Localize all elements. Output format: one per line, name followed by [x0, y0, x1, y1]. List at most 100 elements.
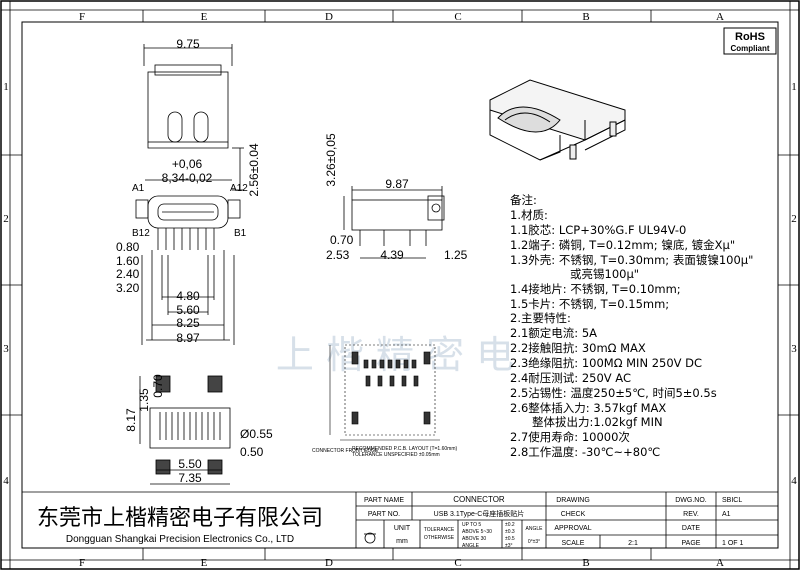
date-label: DATE — [682, 525, 700, 532]
row-label-left: 1 — [3, 81, 9, 93]
company-name-cn: 东莞市上楷精密电子有限公司 — [37, 505, 323, 530]
notes-line: 1.2端子: 磷铜, T=0.12mm; 镍底, 镀金Xμ" — [510, 238, 735, 252]
notes-line: 2.3绝缘阻抗: 100MΩ MIN 250V DC — [510, 356, 702, 370]
scale-label: SCALE — [562, 540, 585, 547]
side-view — [343, 186, 445, 259]
tol-above30-val: ±0.5 — [505, 536, 515, 542]
zone-label-bottom: B — [582, 557, 589, 569]
front-view — [135, 179, 241, 345]
dim-326: 3.26±0,05 — [324, 133, 338, 187]
tolerance-label: TOLERANCE — [424, 527, 455, 533]
scale-value: 2:1 — [628, 540, 638, 547]
notes-line: 2.6整体插入力: 3.57kgf MAX — [510, 401, 666, 415]
notes-title: 备注: — [510, 193, 537, 207]
row-label-right: 1 — [791, 81, 797, 93]
zone-label-bottom: C — [454, 557, 461, 569]
part-name-value: CONNECTOR — [453, 495, 505, 504]
connector-edge-label: CONNECTOR FRONT EDGE — [312, 448, 379, 454]
notes-line: 2.2接触阻抗: 30mΩ MAX — [510, 341, 646, 355]
otherwise-label: OTHERWISE — [424, 535, 455, 541]
isometric-view — [489, 79, 626, 161]
tol-angle-val: ±3° — [505, 543, 513, 549]
rohs-badge — [723, 27, 777, 55]
title-block — [22, 491, 778, 548]
pin-label-a12: A12 — [230, 183, 248, 194]
dwg-no-value: SBICL — [722, 497, 742, 504]
dim-top-width: 9.75 — [176, 37, 200, 51]
check-label: CHECK — [561, 511, 586, 518]
rohs-compliant-text: Compliant — [730, 44, 769, 53]
notes-line: 1.3外壳: 不锈钢, T=0.30mm; 表面镀镍100μ" — [510, 253, 753, 267]
notes-line: 2.1额定电流: 5A — [510, 326, 597, 340]
pin-label-b1: B1 — [234, 228, 247, 239]
zone-label-bottom: F — [79, 557, 85, 569]
dim-439: 4.39 — [380, 248, 404, 262]
dim-height-side: 2.56±0.04 — [247, 143, 261, 197]
row-label-right: 4 — [791, 475, 797, 487]
pin-label-b12: B12 — [132, 228, 150, 239]
dim-tolerance-plus: +0,06 — [172, 157, 203, 171]
page-label: PAGE — [682, 540, 701, 547]
angle-label: ANGLE — [526, 526, 544, 532]
dim-070-bottom: 0.70 — [151, 374, 165, 398]
rev-label: REV. — [683, 511, 699, 518]
dim-320: 3.20 — [116, 281, 140, 295]
pcb-footprint — [329, 344, 440, 441]
zone-label-top: D — [325, 11, 333, 23]
dim-160: 1.60 — [116, 254, 140, 268]
dim-735: 7.35 — [178, 471, 202, 485]
dim-080: 0.80 — [116, 240, 140, 254]
notes-line: 2.8工作温度: -30℃~+80℃ — [510, 445, 660, 459]
tol-up5-val: ±0.2 — [505, 522, 515, 528]
notes-line: 2.7使用寿命: 10000次 — [510, 430, 630, 444]
rohs-text: RoHS — [735, 31, 765, 43]
zone-label-bottom: E — [201, 557, 208, 569]
pcb-layout-label: RECOMMENDED P.C.B. LAYOUT (T=1.60mm) — [352, 446, 457, 452]
dim-253: 2.53 — [326, 248, 350, 262]
company-name-en: Dongguan Shangkai Precision Electronics … — [66, 534, 294, 545]
zone-label-top: A — [716, 11, 724, 23]
notes-line: 或亮锡100μ" — [570, 267, 639, 281]
rev-value: A1 — [722, 511, 731, 518]
dim-070-side: 0.70 — [330, 233, 354, 247]
dim-240: 2.40 — [116, 267, 140, 281]
pin-label-a1: A1 — [132, 183, 145, 194]
page-value: 1 OF 1 — [722, 540, 744, 547]
pcb-tolerance-label: TOLERANCE UNSPECIFIED ±0.05mm — [352, 452, 440, 458]
dim-987: 9.87 — [385, 177, 409, 191]
zone-label-bottom: D — [325, 557, 333, 569]
row-label-left: 3 — [3, 343, 9, 355]
dim-560: 5.60 — [176, 303, 200, 317]
unit-value: mm — [396, 538, 408, 545]
dim-897: 8.97 — [176, 331, 200, 345]
dim-width-834: 8,34-0,02 — [162, 171, 213, 185]
dim-diameter-055: Ø0.55 — [240, 427, 273, 441]
zone-label-top: F — [79, 11, 85, 23]
notes-line: 整体拔出力:1.02kgf MIN — [532, 415, 663, 429]
bottom-view — [139, 375, 231, 485]
part-no-label: PART NO. — [368, 511, 400, 518]
watermark: 上 楷 精 密 电 — [276, 333, 514, 377]
dim-135: 1.35 — [137, 388, 151, 412]
dim-050: 0.50 — [240, 445, 264, 459]
zone-label-top: E — [201, 11, 208, 23]
part-no-value: USB 3.1Type-C母座插板贴片 — [434, 509, 525, 518]
dim-817: 8.17 — [124, 408, 138, 432]
dim-480: 4.80 — [176, 289, 200, 303]
dwg-no-label: DWG.NO. — [675, 497, 707, 504]
tol-above5: ABOVE 5~30 — [462, 529, 492, 535]
tol-angle: ANGLE — [462, 543, 480, 549]
notes-line: 1.材质: — [510, 208, 548, 222]
unit-label: UNIT — [394, 525, 411, 532]
notes-line: 1.4接地片: 不锈钢, T=0.10mm; — [510, 282, 681, 296]
zone-label-top: C — [454, 11, 461, 23]
drawing-label: DRAWING — [556, 497, 590, 504]
notes-line: 2.5沾锡性: 温度250±5℃, 时间5±0.5s — [510, 386, 717, 400]
approval-label: APPROVAL — [554, 525, 591, 532]
notes-line: 2.主要特性: — [510, 311, 571, 325]
angle-value: 0°±3° — [528, 539, 540, 545]
zone-label-top: B — [582, 11, 589, 23]
row-label-right: 3 — [791, 343, 797, 355]
